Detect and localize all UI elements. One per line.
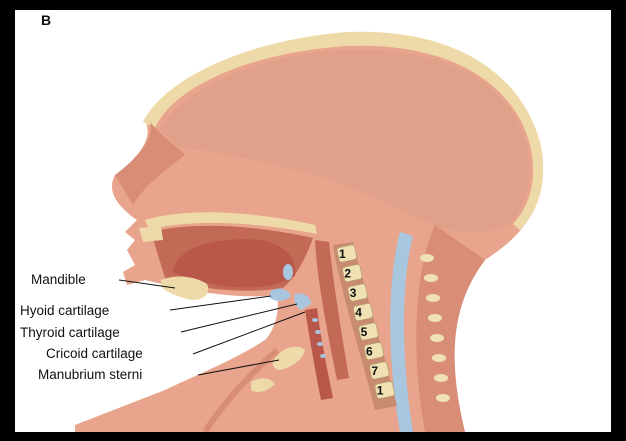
label-thyroid-cartilage: Thyroid cartilage (20, 326, 120, 340)
vertebra-number: 1 (339, 247, 346, 261)
vertebra-number: 3 (350, 286, 357, 300)
vertebra-number: 2 (344, 267, 351, 281)
vertebra-number: 6 (366, 345, 373, 359)
label-cricoid-cartilage: Cricoid cartilage (46, 347, 143, 361)
label-manubrium-sterni: Manubrium sterni (38, 368, 142, 382)
vertebra-number: 5 (361, 325, 368, 339)
label-mandible: Mandible (31, 273, 86, 287)
vertebra-number: 1 (377, 384, 384, 398)
upper-teeth (139, 226, 163, 242)
label-hyoid-cartilage: Hyoid cartilage (20, 304, 109, 318)
illustration-panel: 1 2 3 4 5 6 7 1 (15, 10, 611, 432)
epiglottis (283, 264, 293, 280)
vertebra-number: 7 (371, 364, 378, 378)
panel-letter: B (41, 12, 51, 28)
vertebra-number: 4 (355, 306, 362, 320)
